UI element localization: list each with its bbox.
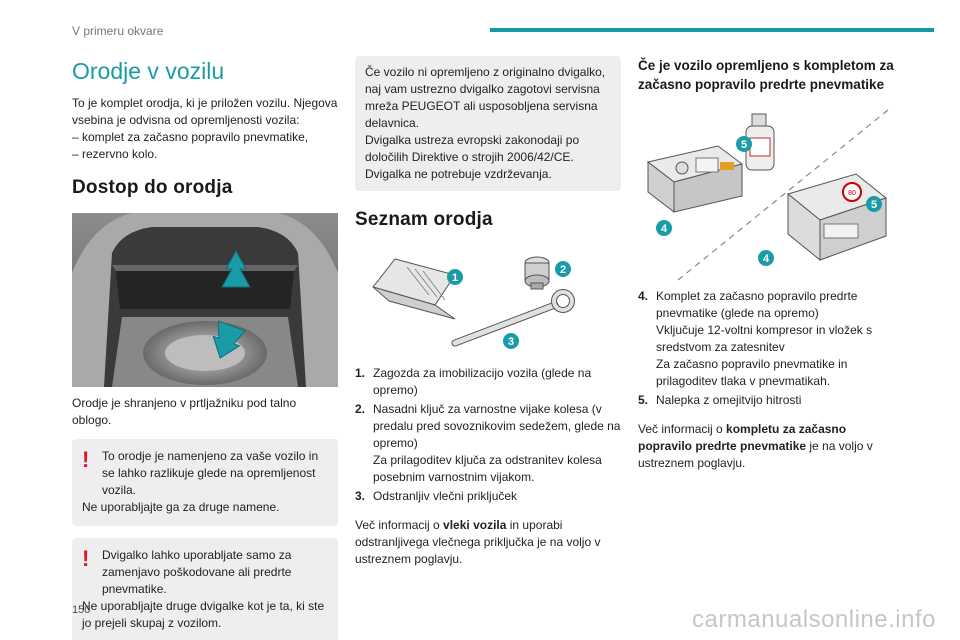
badge-4: 4: [758, 250, 774, 266]
more-info-text: Več informacij o kompletu za začasno pop…: [638, 422, 873, 470]
warning-text: Dvigalko lahko uporabljate samo za zamen…: [102, 548, 292, 596]
tools-list: 1. Zagozda za imobilizacijo vozila (gled…: [355, 365, 621, 505]
badge-5: 5: [866, 196, 882, 212]
warning-note: ! Dvigalko lahko uporabljate samo za zam…: [72, 538, 338, 640]
towing-eye-illustration: [451, 289, 575, 347]
svg-text:2: 2: [560, 264, 566, 276]
section-title-access: Dostop do orodja: [72, 177, 233, 198]
list-item: 1. Zagozda za imobilizacijo vozila (gled…: [355, 366, 592, 397]
socket-illustration: [524, 256, 550, 290]
trunk-photo: [72, 213, 338, 387]
svg-text:4: 4: [661, 223, 668, 235]
badge-4: 4: [656, 220, 672, 236]
warning-text: Ne uporabljajte ga za druge namene.: [82, 500, 280, 514]
compressor-illustration: [646, 145, 744, 214]
list-item: – komplet za začasno popravilo pnevmatik…: [72, 130, 309, 144]
badge-1: 1: [447, 269, 463, 285]
svg-text:5: 5: [741, 139, 747, 151]
list-item: 4. Komplet za začasno popravilo predrte …: [638, 289, 873, 388]
more-info-text: Več informacij o vleki vozila in uporabi…: [355, 518, 601, 566]
compressor-illustration: 80: [786, 173, 888, 262]
intro-text: To je komplet orodja, ki je priložen voz…: [72, 96, 338, 127]
badge-5: 5: [736, 136, 752, 152]
wheel-chock-illustration: [372, 258, 456, 320]
svg-text:3: 3: [508, 336, 514, 348]
header-accent-bar: [490, 28, 934, 32]
svg-text:1: 1: [452, 272, 458, 284]
warning-text: To orodje je namenjeno za vaše vozilo in…: [102, 449, 319, 497]
warning-note: ! To orodje je namenjeno za vaše vozilo …: [72, 439, 338, 526]
info-text: Dvigalka ustreza evropski zakonodaji po …: [365, 133, 580, 164]
info-box: Če vozilo ni opremljeno z originalno dvi…: [355, 56, 621, 191]
page-title: Orodje v vozilu: [72, 58, 225, 84]
watermark: carmanualsonline.info: [692, 606, 936, 633]
list-item: – rezervno kolo.: [72, 147, 158, 161]
list-item: 2. Nasadni ključ za varnostne vijake kol…: [355, 402, 621, 484]
list-item: 3. Odstranljiv vlečni priključek: [355, 489, 518, 503]
section-title-repair-kit: Če je vozilo opremljeno s kompletom za z…: [638, 58, 894, 92]
warning-text: Ne uporabljajte druge dvigalke kot je ta…: [82, 599, 325, 630]
svg-text:80: 80: [848, 190, 856, 197]
svg-text:5: 5: [871, 199, 877, 211]
warning-icon: !: [82, 546, 90, 571]
warning-icon: !: [82, 447, 90, 472]
badge-3: 3: [503, 333, 519, 349]
info-text: Če vozilo ni opremljeno z originalno dvi…: [365, 65, 606, 130]
badge-2: 2: [555, 261, 571, 277]
sealant-bottle-illustration: [745, 113, 775, 171]
svg-text:4: 4: [763, 253, 770, 265]
column-2: Če vozilo ni opremljeno z originalno dvi…: [355, 56, 621, 568]
breadcrumb: V primeru okvare: [72, 24, 164, 38]
image-caption: Orodje je shranjeno v prtljažniku pod ta…: [72, 396, 297, 427]
repair-kit-illustration: 80 5 4 5 4: [638, 104, 902, 284]
info-text: Dvigalka ne potrebuje vzdrževanja.: [365, 167, 552, 181]
tools-illustration: 1 2 3: [355, 245, 621, 355]
page-number: 150: [72, 604, 91, 616]
list-item: 5. Nalepka z omejitvijo hitrosti: [638, 393, 802, 407]
repair-kit-list: 4. Komplet za začasno popravilo predrte …: [638, 288, 902, 409]
column-1: Orodje v vozilu To je komplet orodja, ki…: [72, 56, 338, 640]
section-title-tool-list: Seznam orodja: [355, 209, 493, 230]
column-3: Če je vozilo opremljeno s kompletom za z…: [638, 56, 902, 472]
